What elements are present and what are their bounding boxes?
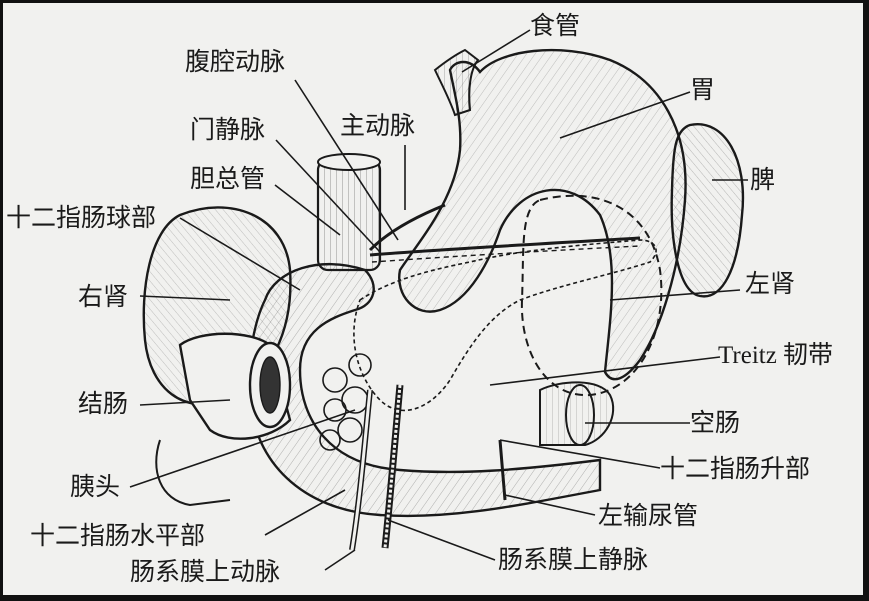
stomach-shape [398,48,687,381]
left-ureter-shape [498,439,507,501]
label-left-ureter: 左输尿管 [598,501,699,530]
celiac-vessels [368,203,641,257]
label-celiac-artery: 腹腔动脉 [185,47,286,76]
pancreas-shape [353,239,657,412]
duodenum-shape [247,262,602,518]
pancreatic-head-shape [319,353,372,451]
label-common-bile-duct: 胆总管 [190,164,266,193]
label-sup-mesenteric-artery: 肠系膜上动脉 [130,557,281,586]
label-aorta: 主动脉 [340,111,416,140]
label-duodenal-bulb: 十二指肠球部 [6,203,157,232]
label-colon: 结肠 [78,389,129,418]
label-left-kidney: 左肾 [745,269,796,298]
leader-lines [129,29,748,571]
label-pancreatic-head: 胰头 [70,472,121,501]
label-jejunum: 空肠 [690,408,741,437]
label-esophagus: 食管 [530,11,581,40]
label-duodenum-ascending: 十二指肠升部 [660,454,811,483]
label-stomach: 胃 [690,75,716,104]
jejunum-shape [539,381,615,446]
label-portal-vein: 门静脉 [190,115,266,144]
label-duodenum-horizontal: 十二指肠水平部 [30,521,206,550]
esophagus-shape [433,48,480,117]
label-right-kidney: 右肾 [78,282,129,311]
label-spleen: 脾 [750,165,776,194]
label-sup-mesenteric-vein: 肠系膜上静脉 [498,545,649,574]
label-treitz-ligament: Treitz 韧带 [718,342,834,369]
